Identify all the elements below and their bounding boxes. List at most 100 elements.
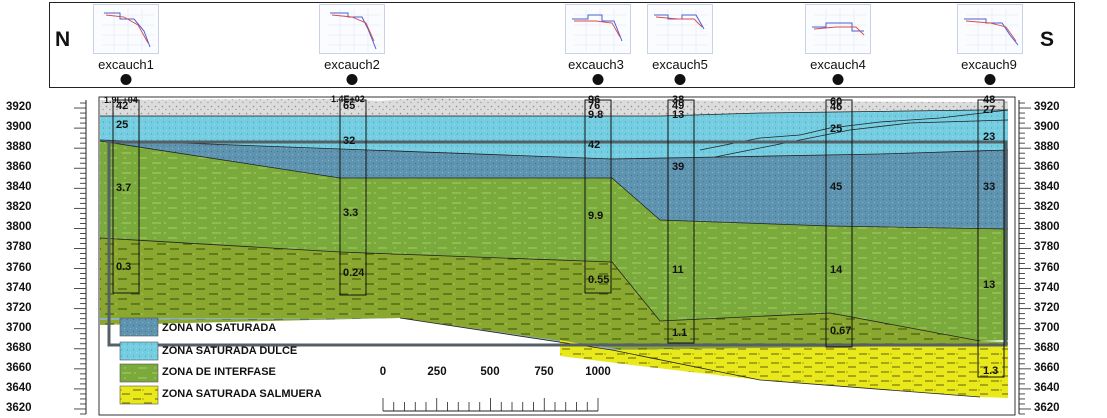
well-column-excauch3[interactable] <box>584 99 612 294</box>
elevation-tick-label-left: 3620 <box>6 401 32 414</box>
well-value-excauch2: 1.4E+02 <box>331 94 365 104</box>
elevation-tick-label-right: 3620 <box>1034 401 1060 414</box>
elevation-tick-label-right: 3820 <box>1034 201 1060 214</box>
elevation-tick-label-left: 3720 <box>6 301 32 314</box>
elevation-tick-label-right: 3840 <box>1034 181 1060 194</box>
north-label: N <box>55 28 71 51</box>
elevation-tick-label-right: 3860 <box>1034 161 1060 174</box>
well-thumbnail-excauch4[interactable] <box>805 4 871 54</box>
well-value-excauch3: 76 <box>588 100 601 113</box>
well-thumbnail-excauch9[interactable] <box>957 4 1023 54</box>
well-thumbnail-excauch1[interactable] <box>93 4 159 54</box>
well-value-excauch9: 13 <box>983 278 996 291</box>
elevation-tick-label-left: 3840 <box>6 181 32 194</box>
well-column-excauch1[interactable] <box>112 99 140 294</box>
elevation-tick-label-left: 3820 <box>6 201 32 214</box>
scale-label-750: 750 <box>534 366 554 378</box>
elevation-tick-label-left: 3860 <box>6 161 32 174</box>
well-value-excauch2: 32 <box>343 135 356 148</box>
well-value-excauch9: 27 <box>983 104 996 117</box>
scale-bar <box>382 398 599 412</box>
legend-label-salmuera: ZONA SATURADA SALMUERA <box>162 388 322 400</box>
well-value-excauch3: 0.55 <box>588 273 610 286</box>
elevation-tick-label-left: 3880 <box>6 141 32 154</box>
well-value-excauch3: 96 <box>588 94 601 106</box>
legend-swatch-interfase <box>119 363 159 383</box>
well-value-excauch1: 3.7 <box>116 182 132 195</box>
well-marker-excauch3[interactable] <box>592 74 604 85</box>
elevation-tick-label-right: 3920 <box>1034 101 1060 114</box>
well-name-excauch2: excauch2 <box>324 57 380 72</box>
well-thumbnail-excauch3[interactable] <box>565 4 631 54</box>
unsaturated-zone-body <box>100 98 1008 116</box>
elevation-tick-label-right: 3760 <box>1034 261 1060 274</box>
well-value-excauch2: 3.3 <box>343 207 359 220</box>
scale-label-0: 0 <box>379 366 387 378</box>
well-column-excauch2[interactable] <box>339 99 367 296</box>
well-value-excauch5: 11 <box>672 263 684 276</box>
elevation-tick-label-right: 3780 <box>1034 241 1060 254</box>
well-marker-excauch2[interactable] <box>346 74 358 85</box>
scale-label-1000: 1000 <box>585 366 611 378</box>
elevation-axis-left <box>74 100 87 415</box>
elevation-tick-label-left: 3660 <box>6 361 32 374</box>
well-marker-excauch1[interactable] <box>120 74 132 85</box>
elevation-tick-label-left: 3920 <box>6 101 32 114</box>
brine-zone-body <box>560 340 1008 398</box>
elevation-tick-label-right: 3900 <box>1034 121 1060 134</box>
well-marker-excauch9[interactable] <box>984 74 996 85</box>
well-value-excauch4: 45 <box>830 181 843 194</box>
well-marker-excauch5[interactable] <box>674 74 686 85</box>
well-column-excauch9[interactable] <box>977 99 1005 378</box>
well-value-excauch5: 1.1 <box>672 326 688 339</box>
well-header-panel <box>49 2 1075 88</box>
elevation-tick-label-right: 3700 <box>1034 321 1060 334</box>
well-value-excauch4: 25 <box>830 123 843 136</box>
elevation-tick-label-left: 3780 <box>6 241 32 254</box>
well-value-excauch5: 39 <box>672 161 685 174</box>
well-value-excauch1: 0.3 <box>116 260 132 273</box>
elevation-tick-label-right: 3680 <box>1034 341 1060 354</box>
well-thumbnail-excauch2[interactable] <box>319 4 385 54</box>
elevation-tick-label-right: 3740 <box>1034 281 1060 294</box>
legend-swatch-no-saturada <box>119 317 159 337</box>
well-value-excauch5: 13 <box>672 109 685 122</box>
elevation-tick-label-right: 3720 <box>1034 301 1060 314</box>
model-domain-outline <box>107 140 1008 347</box>
elevation-tick-label-left: 3680 <box>6 341 32 354</box>
interface-lower-body <box>100 238 1008 350</box>
well-value-excauch4: 46 <box>830 101 843 114</box>
well-value-excauch3: 9.9 <box>588 210 604 223</box>
elevation-tick-label-left: 3800 <box>6 221 32 234</box>
elevation-tick-label-right: 3640 <box>1034 381 1060 394</box>
elevation-tick-label-left: 3760 <box>6 261 32 274</box>
well-name-excauch9: excauch9 <box>961 57 1017 72</box>
elevation-axis-right <box>1018 100 1031 415</box>
elevation-tick-label-right: 3800 <box>1034 221 1060 234</box>
scale-label-500: 500 <box>480 366 500 378</box>
well-name-excauch3: excauch3 <box>568 57 624 72</box>
interface-zone-body <box>100 141 1008 341</box>
well-name-excauch4: excauch4 <box>810 57 866 72</box>
well-column-excauch4[interactable] <box>825 99 853 348</box>
well-marker-excauch4[interactable] <box>832 74 844 85</box>
south-label: S <box>1040 28 1055 51</box>
elevation-tick-label-right: 3660 <box>1034 361 1060 374</box>
legend-label-no-saturada: ZONA NO SATURADA <box>162 322 277 334</box>
well-thumbnail-excauch5[interactable] <box>647 4 713 54</box>
deep-saturated-body <box>100 140 1008 229</box>
legend-label-interfase: ZONA DE INTERFASE <box>162 366 276 378</box>
legend-label-saturada-dulce: ZONA SATURADA DULCE <box>162 345 298 357</box>
elevation-tick-label-left: 3740 <box>6 281 32 294</box>
well-value-excauch1: 42 <box>116 100 129 113</box>
well-value-excauch4: 14 <box>830 263 843 276</box>
well-name-excauch1: excauch1 <box>98 57 154 72</box>
elevation-tick-label-left: 3900 <box>6 121 32 134</box>
well-value-excauch9: 1.3 <box>983 364 999 377</box>
well-name-excauch5: excauch5 <box>652 57 708 72</box>
well-value-excauch4: 0.67 <box>830 324 852 337</box>
well-value-excauch1: 25 <box>116 119 129 132</box>
well-column-excauch5[interactable] <box>667 99 695 344</box>
well-value-excauch3: 9.8 <box>588 109 604 122</box>
